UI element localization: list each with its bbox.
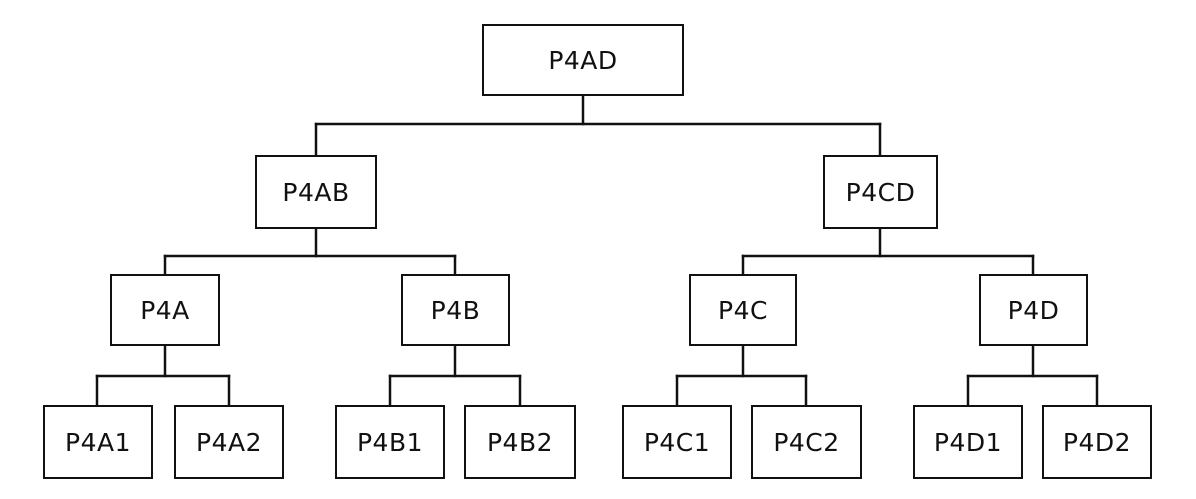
node-level3: P4C bbox=[689, 274, 797, 346]
node-level3: P4D bbox=[979, 274, 1088, 346]
node-level4: P4C2 bbox=[751, 405, 862, 479]
node-level4: P4B2 bbox=[464, 405, 576, 479]
node-level4: P4C1 bbox=[622, 405, 732, 479]
node-level4: P4B1 bbox=[335, 405, 445, 479]
node-level3: P4B bbox=[401, 274, 510, 346]
node-level3: P4A bbox=[110, 274, 220, 346]
node-level4: P4D2 bbox=[1042, 405, 1152, 479]
node-level4: P4A1 bbox=[43, 405, 153, 479]
node-level2: P4AB bbox=[255, 155, 377, 229]
node-level2: P4CD bbox=[823, 155, 938, 229]
node-root: P4AD bbox=[482, 24, 684, 96]
node-level4: P4A2 bbox=[174, 405, 284, 479]
node-level4: P4D1 bbox=[913, 405, 1023, 479]
